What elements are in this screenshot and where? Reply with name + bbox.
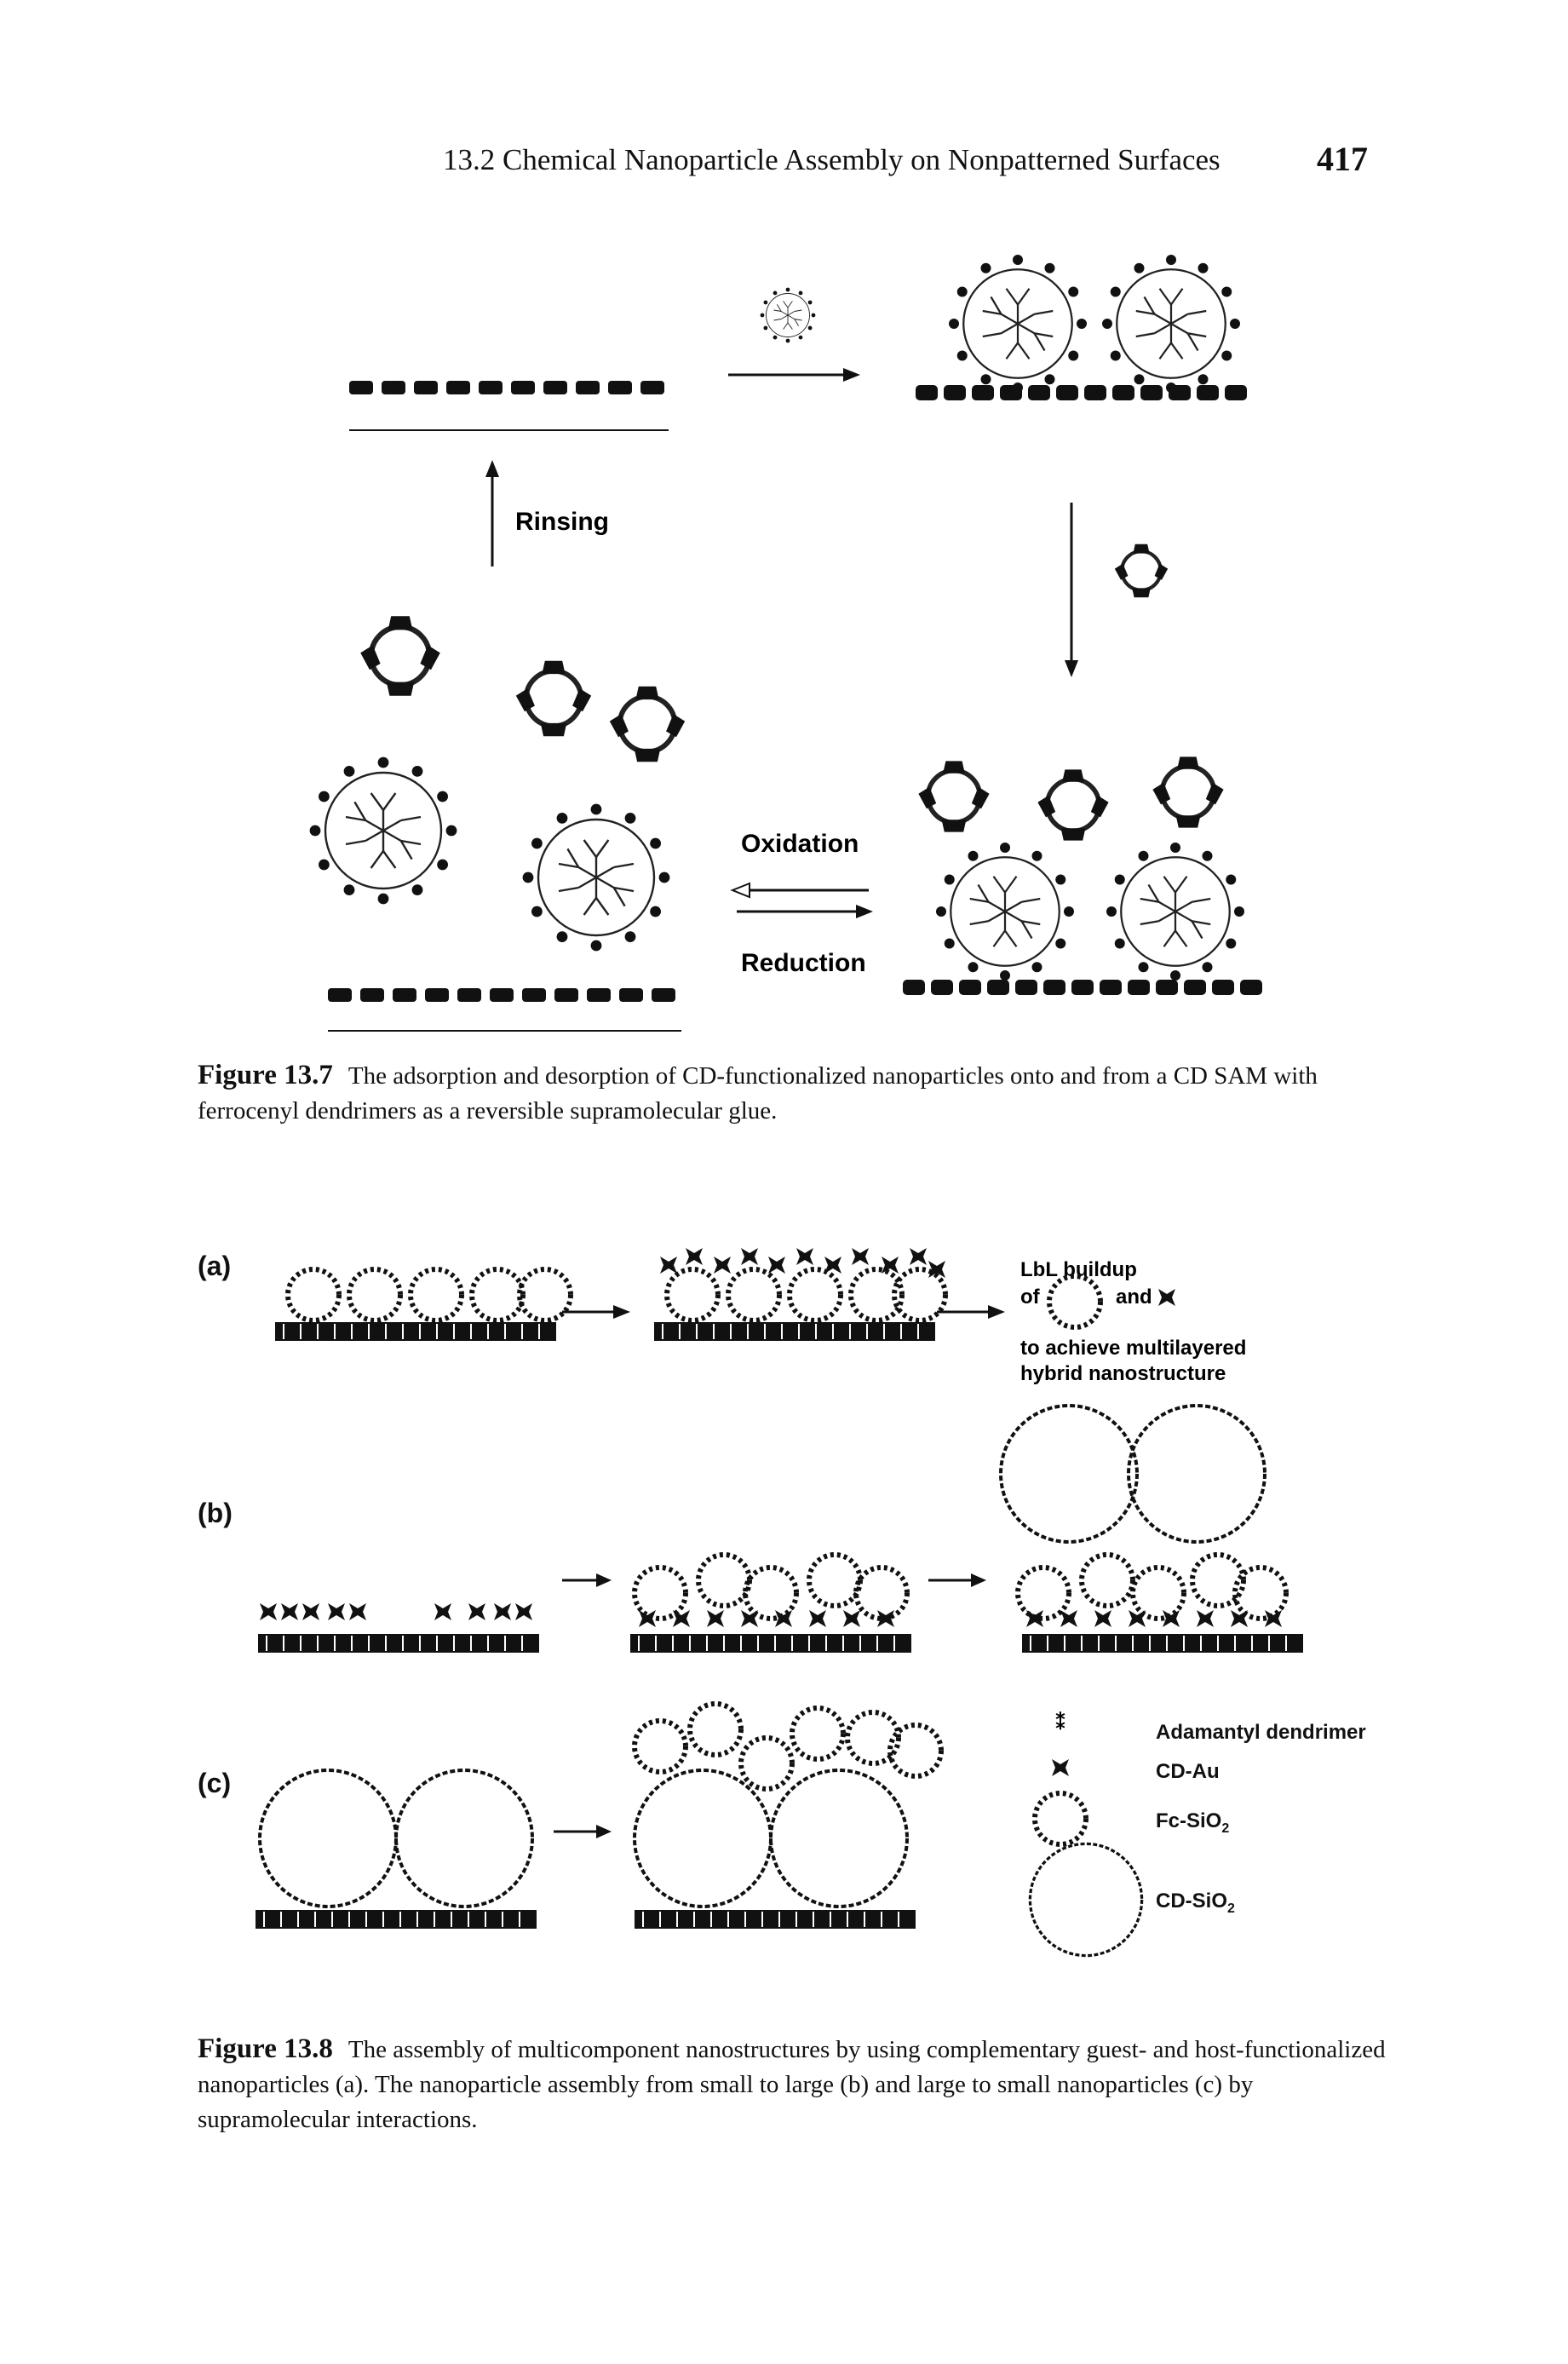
figure-13-7-diagram: Rinsing Oxidation Reduction [308,253,1262,1032]
panel-a-text-line4: hybrid nanostructure [1020,1362,1226,1385]
legend-adamantyl-label: Adamantyl dendrimer [1156,1721,1366,1744]
legend: ⁑ [1028,1711,1144,1958]
label-rinsing: Rinsing [515,508,609,536]
panel-b-diagram [257,1404,1304,1654]
legend-fc-sio2-label: Fc-SiO2 [1156,1809,1230,1836]
panel-a-text-of: of [1020,1286,1041,1309]
adamantyl-dendrimer-icon: ⁑ [1056,1711,1065,1734]
panel-a-text-line3: to achieve multilayered [1020,1337,1246,1360]
panel-a-label: (a) [198,1251,232,1281]
fc-sio2-inline-icon [1049,1276,1100,1327]
figure-13-8-caption-label: Figure 13.8 [198,2033,333,2064]
panel-a-diagram: LbL buildup of and to achieve multilayer… [274,1248,1246,1385]
figure-13-7-caption-text: The adsorption and desorption of CD-func… [198,1062,1318,1124]
cd-particle-small [1115,544,1168,597]
panel-b-label: (b) [198,1498,233,1528]
legend-cd-sio2-label: CD-SiO2 [1156,1889,1235,1916]
cd-sio2-legend-icon [1028,1842,1144,1958]
figure-13-8-diagram: LbL buildup of and to achieve multilayer… [255,1248,1304,1958]
panel-c-diagram [255,1704,941,1930]
dendrimer-on-sam-top [916,253,1247,400]
desorbed-state [308,616,686,1032]
cd-au-legend-icon [1052,1759,1069,1776]
label-reduction: Reduction [741,949,866,977]
legend-cd-au-label: CD-Au [1156,1760,1220,1783]
panel-a-text-and: and [1116,1286,1152,1309]
label-oxidation: Oxidation [741,830,859,858]
cd-sam-bare [349,381,669,431]
fc-sio2-legend-icon [1035,1793,1086,1844]
page-number: 417 [1317,140,1368,178]
svg-text:⁑: ⁑ [1056,1711,1065,1734]
running-header-title: 13.2 Chemical Nanoparticle Assembly on N… [443,143,1221,176]
cd-au-inline-icon [1158,1289,1175,1306]
panel-c-label: (c) [198,1768,232,1798]
dendrimer-small-icon [760,287,816,343]
assembled-state [903,756,1262,995]
figure-13-8-caption-text: The assembly of multicomponent nanostruc… [198,2036,1386,2133]
figure-13-7-caption-label: Figure 13.7 [198,1060,333,1090]
